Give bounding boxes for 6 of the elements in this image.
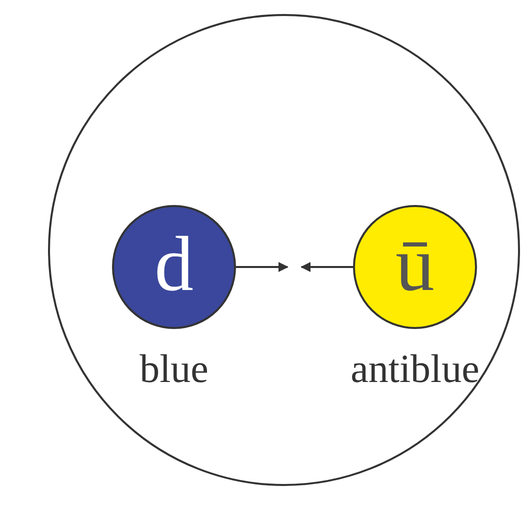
quark-symbol: ū (394, 224, 436, 303)
arrow (236, 262, 288, 272)
color-label: antiblue (350, 349, 480, 389)
quark-symbol: d (154, 224, 194, 303)
arrow (300, 262, 353, 272)
color-label: blue (140, 349, 208, 389)
